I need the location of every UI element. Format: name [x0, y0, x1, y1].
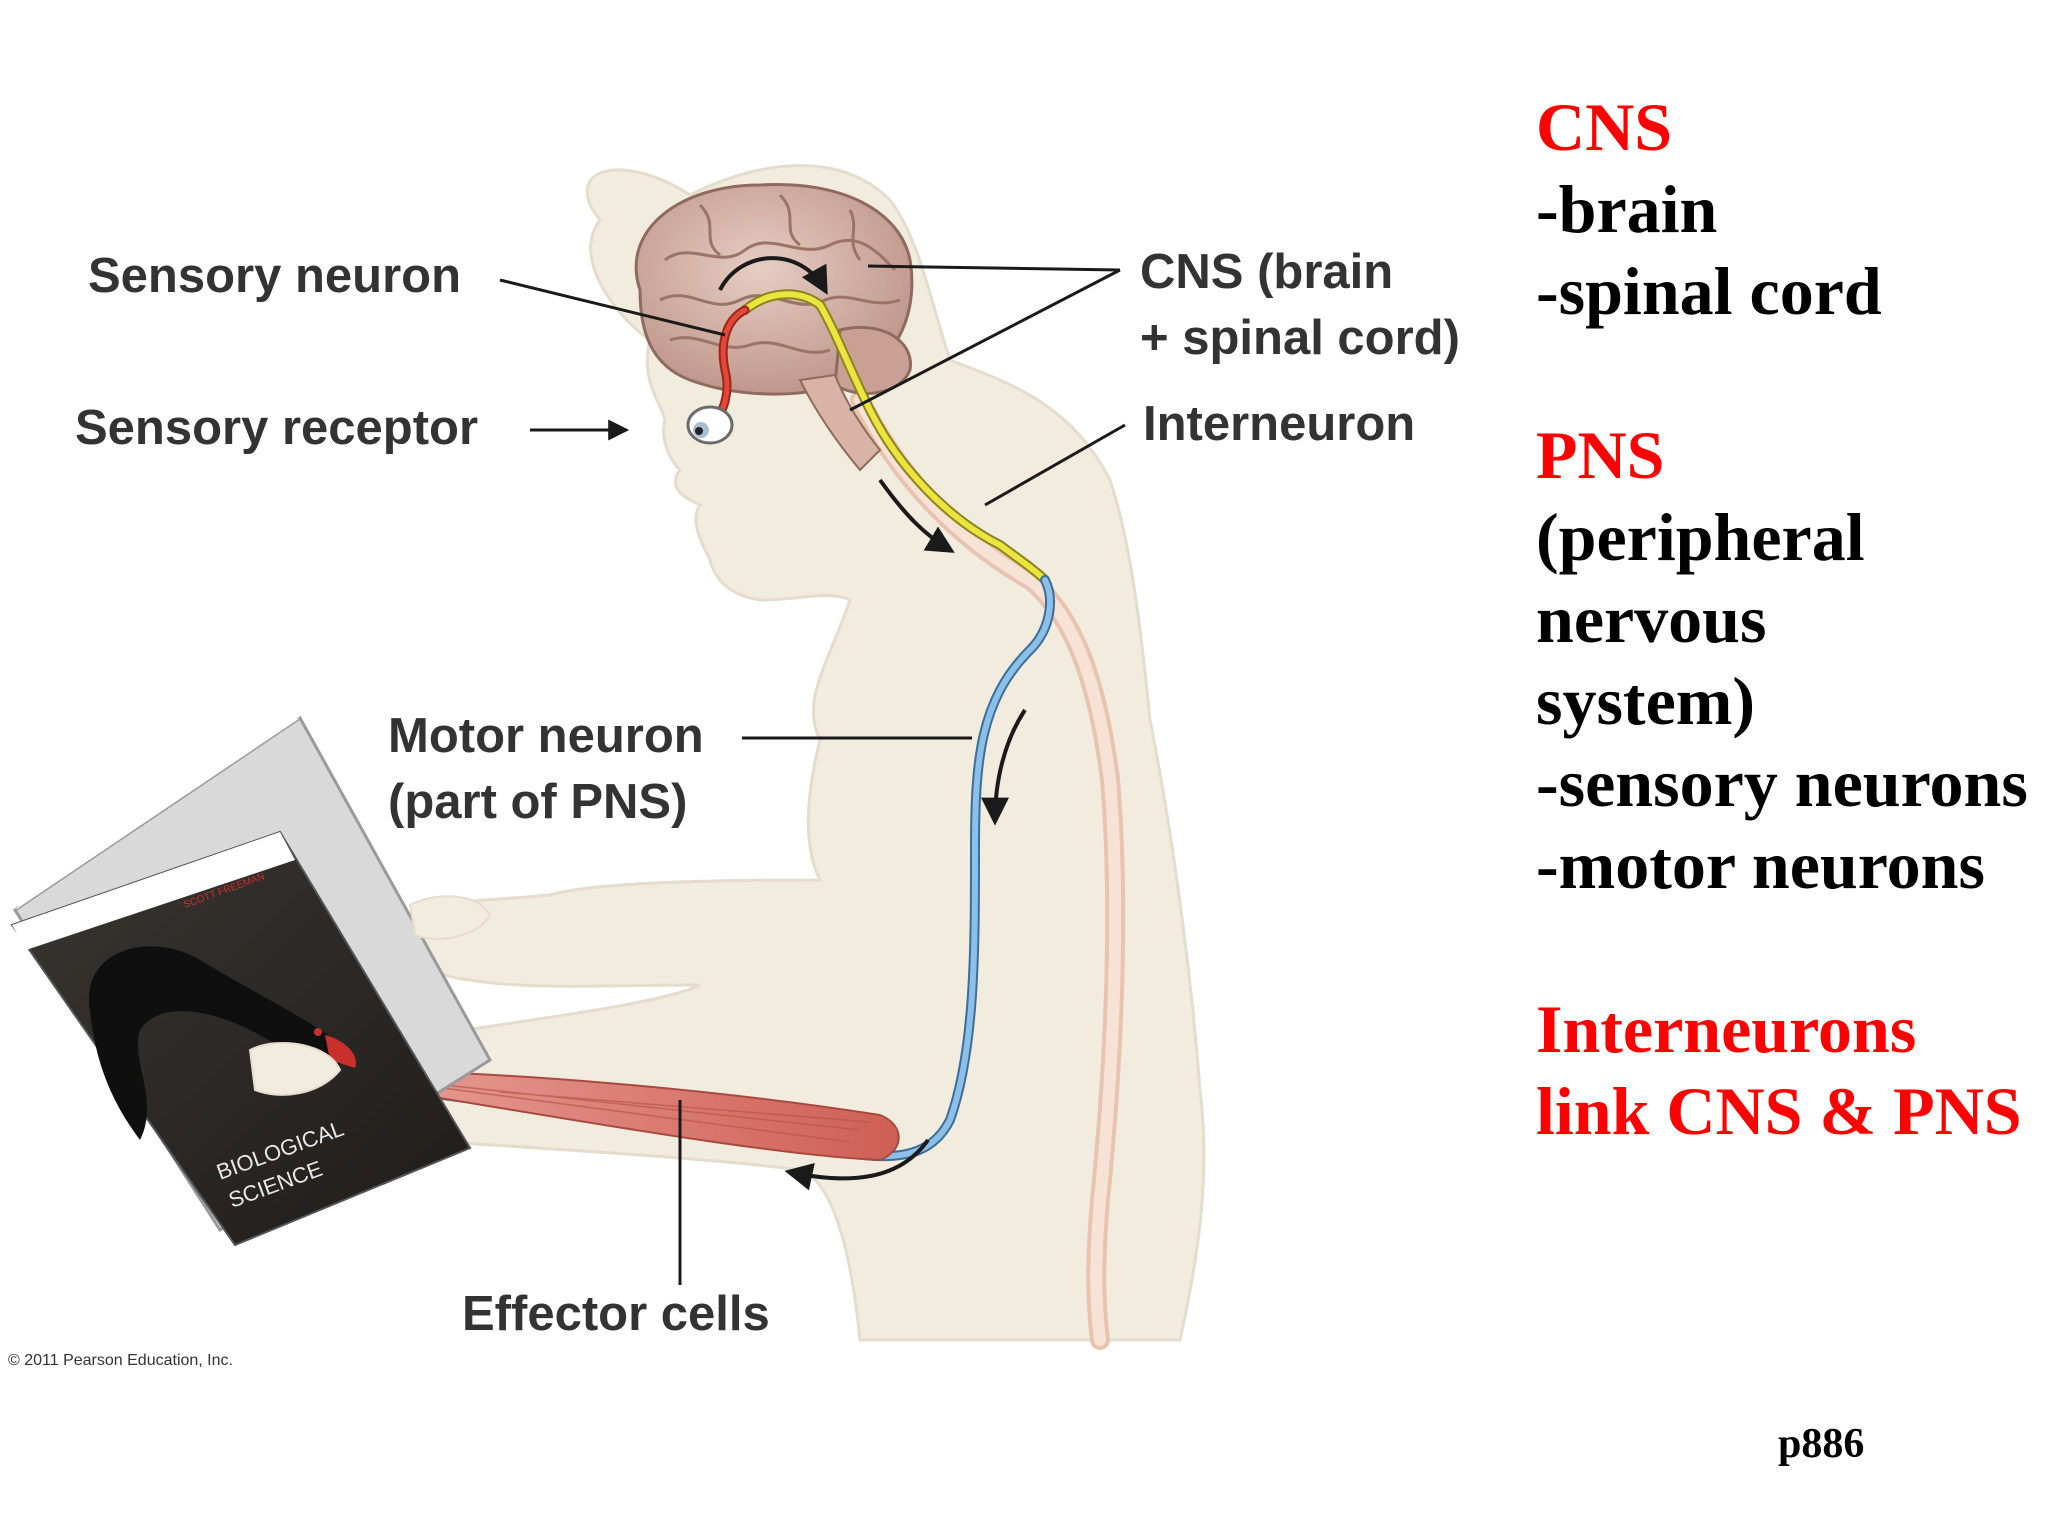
leader-interneuron	[984, 423, 1126, 507]
cns-item-spinal-cord: -spinal cord	[1536, 253, 1882, 329]
pns-desc-line2: nervous	[1536, 581, 1767, 657]
pns-heading: PNS	[1536, 417, 1665, 493]
leader-cns-brain	[867, 264, 1121, 272]
page-number: p886	[1778, 1421, 1865, 1467]
label-cns-line1: CNS (brain	[1140, 245, 1394, 299]
flow-arrow-forearm	[784, 1138, 930, 1191]
eye-icon	[686, 405, 734, 445]
book-image: SCOTT FREEMAN BIOLOGICAL SCIENCE	[10, 715, 493, 1247]
pns-desc-line3: system)	[1536, 663, 1756, 739]
flow-arrow-brain	[718, 256, 828, 295]
interneurons-line2: link CNS & PNS	[1536, 1073, 2022, 1149]
leader-cns-cord	[849, 268, 1121, 412]
hand	[408, 895, 492, 940]
label-sensory-neuron: Sensory neuron	[88, 249, 462, 303]
pns-item-motor: -motor neurons	[1536, 827, 1985, 903]
hand	[248, 1042, 342, 1096]
flow-arrow-neck	[878, 478, 955, 553]
label-sensory-receptor: Sensory receptor	[75, 401, 479, 455]
label-interneuron: Interneuron	[1143, 397, 1416, 451]
label-motor-line1: Motor neuron	[388, 709, 704, 763]
interneurons-line1: Interneurons	[1536, 991, 1917, 1067]
leader-sensory-neuron	[499, 278, 726, 337]
cns-heading: CNS	[1536, 89, 1673, 165]
nervous-system-figure: SCOTT FREEMAN BIOLOGICAL SCIENCE	[10, 164, 1206, 1350]
cns-item-brain: -brain	[1536, 171, 1718, 247]
copyright-notice: © 2011 Pearson Education, Inc.	[8, 1352, 233, 1369]
flow-arrow-arm	[981, 708, 1027, 826]
label-effector-cells: Effector cells	[462, 1287, 770, 1341]
label-motor-line2: (part of PNS)	[388, 775, 688, 829]
pns-desc-line1: (peripheral	[1536, 499, 1865, 575]
pns-item-sensory: -sensory neurons	[1536, 745, 2028, 821]
label-cns-line2: + spinal cord)	[1140, 311, 1460, 365]
